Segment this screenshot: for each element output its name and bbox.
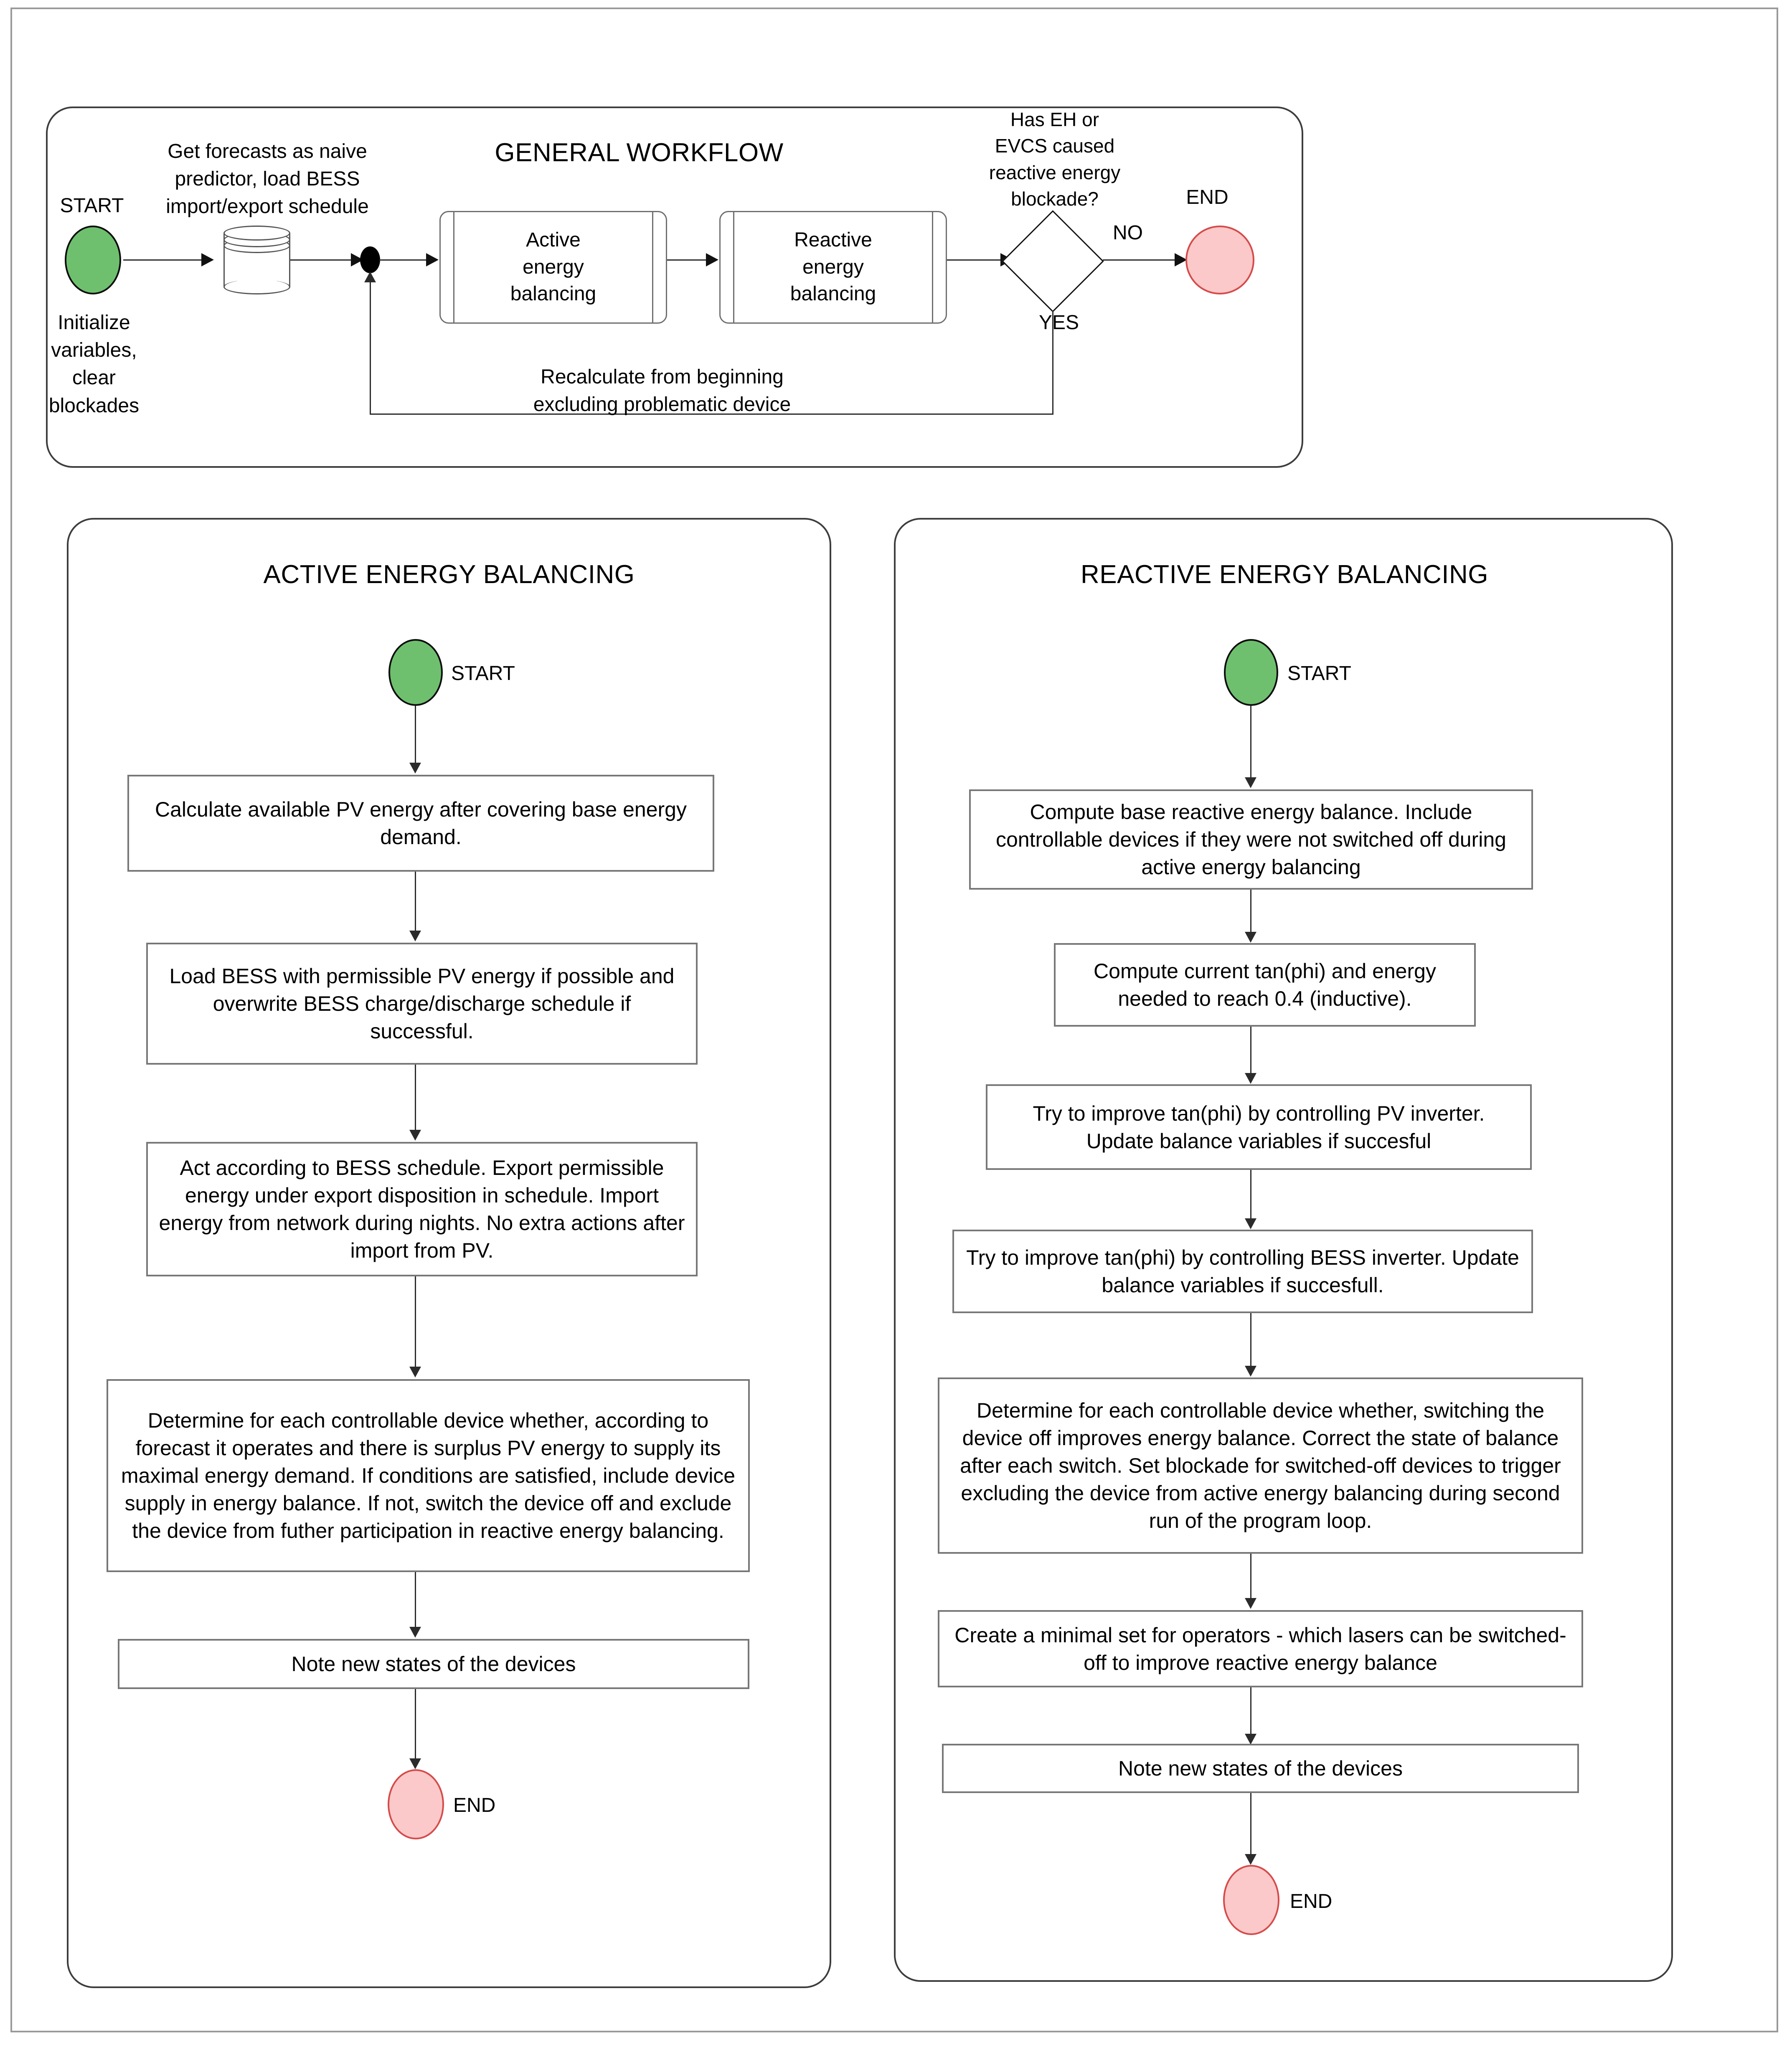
active-step-1[interactable]: Calculate available PV energy after cove… [127,775,714,872]
reactive-arrow-6 [1245,1734,1256,1745]
reactive-arrow-3 [1245,1218,1256,1229]
active-start-terminator [388,639,443,706]
reactive-step-4[interactable]: Try to improve tan(phi) by controlling B… [952,1230,1533,1313]
reactive-connector-4 [1250,1313,1251,1367]
active-arrow-4 [409,1627,421,1638]
database-icon [223,226,290,294]
reactive-arrow-4 [1245,1366,1256,1377]
reactive-step-7[interactable]: Note new states of the devices [942,1744,1579,1793]
connector-active-to-reactive [667,259,713,261]
connector-no-to-end [1103,259,1180,261]
active-arrow-3 [409,1367,421,1377]
connector-yes-down [1052,311,1053,414]
reactive-connector-0 [1250,706,1251,779]
reactive-step-3[interactable]: Try to improve tan(phi) by controlling P… [986,1084,1532,1170]
general-workflow-title: GENERAL WORKFLOW [495,138,784,167]
reactive-end-terminator [1223,1865,1279,1935]
active-arrow-2 [409,1130,421,1141]
active-arrow-1 [409,931,421,941]
subprocess-reactive-energy-balancing[interactable]: Reactive energy balancing [719,211,947,324]
arrowhead-merge-to-active [426,253,439,266]
reactive-connector-2 [1250,1027,1251,1075]
reactive-connector-7 [1250,1793,1251,1856]
connector-db-to-merge [290,259,357,261]
reactive-step-2[interactable]: Compute current tan(phi) and energy need… [1054,943,1476,1027]
general-end-label: END [1186,186,1229,208]
reactive-step-6[interactable]: Create a minimal set for operators - whi… [938,1610,1583,1687]
general-db-note: Get forecasts as naive predictor, load B… [166,140,369,218]
active-end-terminator [388,1769,444,1839]
reactive-connector-6 [1250,1687,1251,1735]
reactive-start-terminator [1224,639,1278,706]
general-start-note: Initialize variables, clear blockades [48,312,140,417]
active-step-3[interactable]: Act according to BESS schedule. Export p… [146,1142,698,1276]
active-connector-2 [415,1065,416,1131]
arrowhead-active-to-reactive [706,253,718,266]
merge-node [360,246,380,273]
active-connector-3 [415,1276,416,1368]
reactive-end-label: END [1290,1890,1333,1913]
active-start-label: START [451,662,515,685]
connector-reactive-to-decision [947,259,1008,261]
connector-start-to-db [123,259,205,261]
reactive-arrow-7 [1245,1854,1256,1865]
arrowhead-no-to-end [1175,253,1187,266]
general-start-label: START [60,195,124,217]
reactive-step-1[interactable]: Compute base reactive energy balance. In… [969,789,1533,890]
subprocess-left-bar [453,212,454,322]
connector-yes-left [370,413,1053,415]
connector-merge-to-active [379,259,434,261]
general-decision-question: Has EH or EVCS caused reactive energy bl… [989,109,1121,210]
reactive-arrow-1 [1245,932,1256,943]
branch-label-yes: YES [1038,312,1079,334]
subprocess2-left-bar [733,212,734,322]
reactive-start-label: START [1287,662,1351,685]
database-bottom-cap [223,279,290,294]
subprocess-right-bar [652,212,653,322]
reactive-arrow-5 [1245,1598,1256,1609]
active-arrow-5 [409,1758,421,1769]
reactive-connector-3 [1250,1170,1251,1220]
reactive-arrow-2 [1245,1073,1256,1084]
connector-loop-up [370,282,371,414]
database-top-cap [223,226,290,241]
active-connector-4 [415,1572,416,1628]
arrowhead-loop-to-merge [364,271,376,282]
active-connector-0 [415,706,416,764]
reactive-panel-title: REACTIVE ENERGY BALANCING [1080,560,1489,589]
active-connector-1 [415,872,416,932]
subprocess2-right-bar [932,212,933,322]
active-connector-5 [415,1689,416,1760]
reactive-connector-1 [1250,890,1251,933]
decision-diamond[interactable] [1001,210,1104,312]
active-arrow-0 [409,763,421,774]
active-panel-title: ACTIVE ENERGY BALANCING [263,560,635,589]
active-step-2[interactable]: Load BESS with permissible PV energy if … [146,943,698,1065]
general-loop-note: Recalculate from beginning excluding pro… [533,366,791,416]
reactive-arrow-0 [1245,777,1256,788]
general-end-terminator [1185,226,1254,294]
active-end-label: END [453,1794,496,1816]
active-step-5[interactable]: Note new states of the devices [118,1639,749,1689]
general-start-terminator [65,226,121,294]
reactive-connector-5 [1250,1554,1251,1600]
subprocess-active-energy-balancing[interactable]: Active energy balancing [439,211,667,324]
reactive-step-5[interactable]: Determine for each controllable device w… [938,1377,1583,1554]
branch-label-no: NO [1113,222,1143,244]
arrowhead-start-to-db [201,253,214,266]
active-step-4[interactable]: Determine for each controllable device w… [107,1379,750,1572]
